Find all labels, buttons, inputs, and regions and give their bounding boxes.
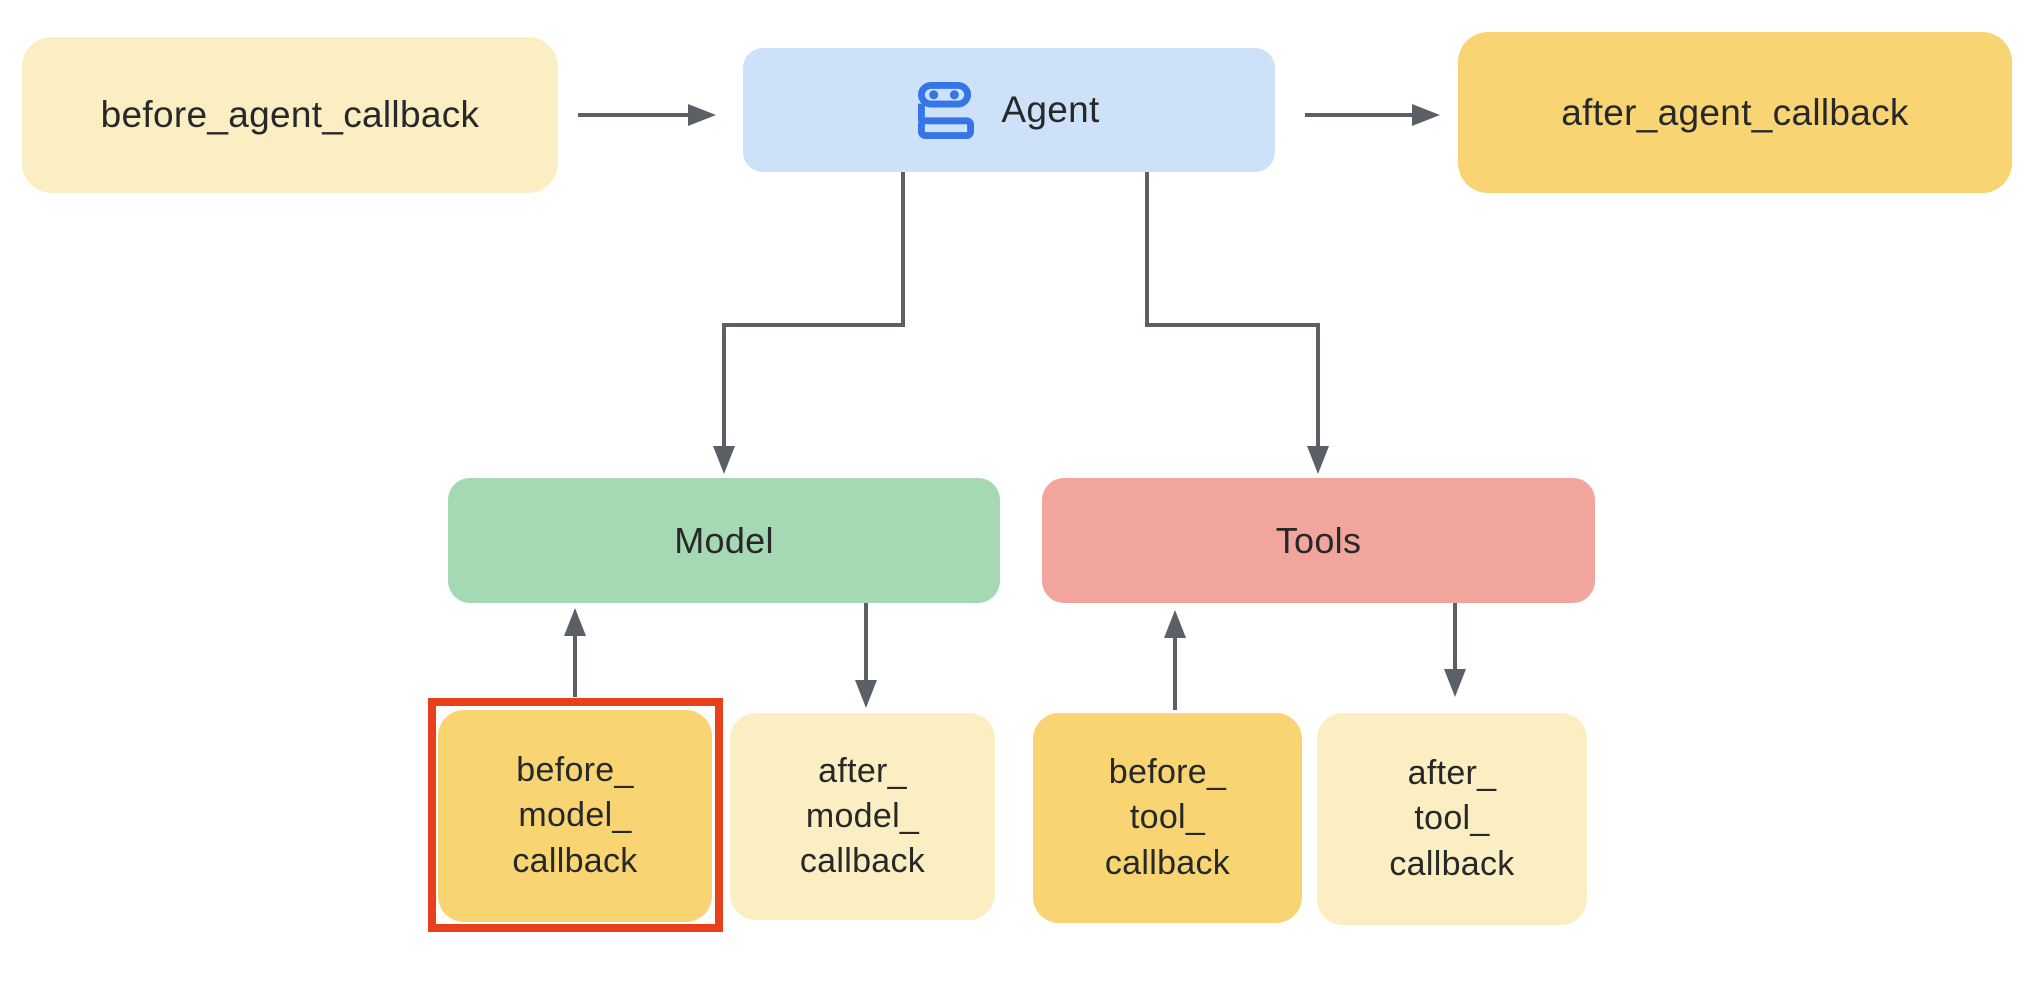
node-before-tool-callback: before_ tool_ callback bbox=[1033, 713, 1302, 923]
robot-icon bbox=[918, 81, 975, 139]
node-label: Tools bbox=[1275, 519, 1362, 561]
highlight-border bbox=[428, 698, 723, 932]
arrow-before-model-to-model bbox=[564, 608, 586, 697]
node-after-model-callback: after_ model_ callback bbox=[730, 713, 995, 920]
node-label: before_ tool_ callback bbox=[1104, 753, 1231, 882]
arrow-before-tool-to-tools bbox=[1164, 610, 1186, 710]
arrow-agent-to-model bbox=[713, 172, 905, 474]
node-label: Agent bbox=[1001, 89, 1100, 130]
arrow-model-to-after-model bbox=[855, 603, 877, 708]
node-after-agent-callback: after_agent_callback bbox=[1458, 32, 2012, 193]
node-agent: Agent bbox=[743, 48, 1275, 172]
node-tools: Tools bbox=[1042, 478, 1595, 603]
arrow-before-agent-to-agent bbox=[578, 104, 716, 126]
node-label: Model bbox=[674, 519, 774, 561]
node-before-agent-callback: before_agent_callback bbox=[22, 37, 558, 193]
node-after-tool-callback: after_ tool_ callback bbox=[1317, 713, 1587, 925]
arrow-agent-to-tools bbox=[1145, 172, 1329, 474]
node-model: Model bbox=[448, 478, 1000, 603]
node-label: after_agent_callback bbox=[1561, 91, 1909, 133]
node-label: before_ model_ callback bbox=[512, 751, 638, 880]
arrow-tools-to-after-tool bbox=[1444, 603, 1466, 697]
node-label: after_ tool_ callback bbox=[1389, 754, 1515, 883]
node-label: before_agent_callback bbox=[100, 94, 480, 135]
node-label: after_ model_ callback bbox=[799, 751, 926, 881]
arrow-agent-to-after-agent bbox=[1305, 104, 1440, 126]
node-before-model-callback: before_ model_ callback bbox=[438, 710, 712, 922]
